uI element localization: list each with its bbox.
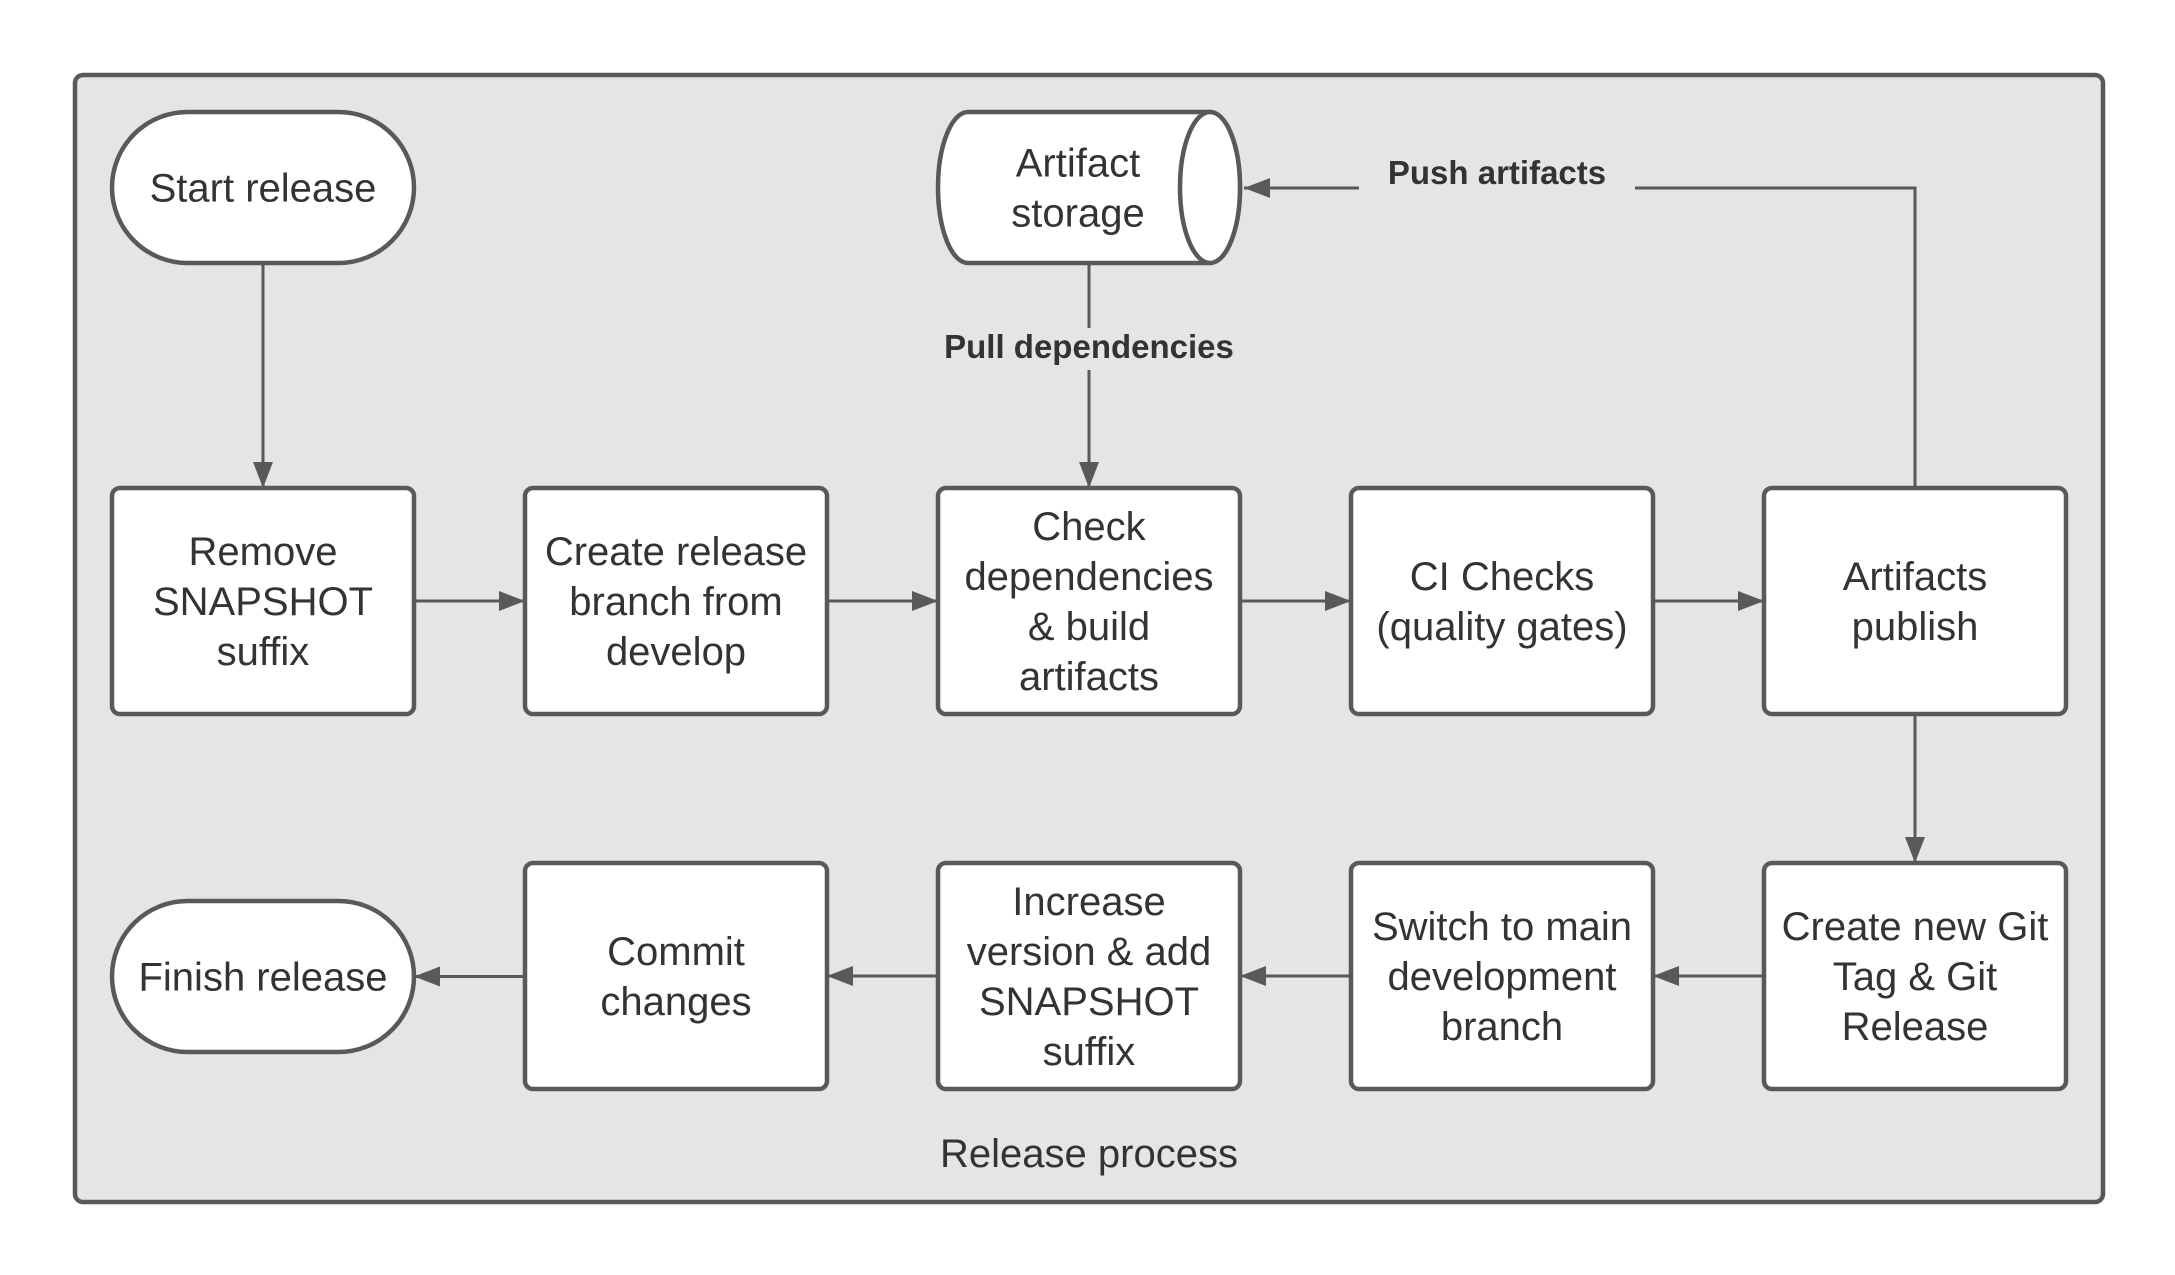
node-label-line: publish — [1852, 605, 1979, 649]
edge-label: Push artifacts — [1388, 154, 1606, 191]
node-shape — [109, 898, 417, 1055]
node-label-line: SNAPSHOT — [153, 580, 373, 624]
edge-label: Pull dependencies — [944, 328, 1234, 365]
node-shape — [935, 860, 1243, 1092]
node-label-line: Remove — [189, 530, 338, 574]
node-label-line: Start release — [150, 167, 377, 211]
edge-check-deps-to-ci-checks — [1240, 591, 1351, 611]
node-shape — [522, 860, 830, 1092]
node-shape — [522, 485, 830, 717]
arrowhead — [1738, 591, 1764, 611]
arrowhead — [1079, 462, 1099, 488]
arrowhead — [414, 966, 440, 987]
node-label-line: Commit — [607, 930, 745, 974]
node-label-line: version & add — [967, 930, 1212, 974]
nodes-layer: Start releaseRemoveSNAPSHOTsuffixCreate … — [109, 109, 2069, 1092]
node-label-line: Tag & Git — [1833, 955, 1998, 999]
node-label-line: Finish release — [138, 956, 387, 1000]
node-label-line: Increase — [1012, 880, 1165, 924]
node-label-line: storage — [1011, 192, 1144, 236]
arrowhead — [827, 966, 853, 986]
edges-layer: Pull dependencies Push artifacts — [253, 154, 1925, 987]
node-commit: Commit changes — [522, 860, 830, 1092]
edge-commit-to-finish — [414, 966, 525, 987]
node-shape — [109, 485, 417, 717]
edge-artifacts-publish-to-git-tag — [1905, 714, 1925, 863]
node-create-branch: Create release branch from develop — [522, 485, 830, 717]
arrowhead — [1905, 837, 1925, 863]
edge-label-background — [1359, 154, 1635, 196]
arrowhead — [1653, 966, 1679, 986]
node-label-line: artifacts — [1019, 655, 1159, 699]
node-label-line: & build — [1028, 605, 1150, 649]
node-finish: Finish release — [109, 898, 417, 1055]
edge-create-branch-to-check-deps — [827, 591, 938, 611]
node-ci-checks: CI Checks (quality gates) — [1348, 485, 1656, 717]
node-check-deps: Check dependencies & build artifacts — [935, 485, 1243, 717]
node-label-line: CI Checks — [1410, 555, 1595, 599]
node-label-line: suffix — [1043, 1030, 1136, 1074]
arrowhead — [253, 462, 273, 488]
node-label-line: Create new Git — [1782, 905, 2049, 949]
node-artifact-storage: Artifact storage — [935, 109, 1243, 266]
node-shape — [1348, 485, 1656, 717]
node-label-line: Artifact — [1016, 142, 1140, 186]
edge-remove-snapshot-to-create-branch — [414, 591, 525, 611]
node-label-line: Release — [1842, 1005, 1989, 1049]
edge-ci-checks-to-artifacts-publish — [1653, 591, 1764, 611]
arrowhead — [1240, 966, 1266, 986]
edge-switch-branch-to-increase-version — [1240, 966, 1351, 986]
edge-label-background — [922, 328, 1256, 370]
edge-git-tag-to-switch-branch — [1653, 966, 1764, 986]
node-label-line: (quality gates) — [1376, 605, 1627, 649]
container-label: Release process — [940, 1132, 1238, 1176]
arrowhead — [912, 591, 938, 611]
node-label-line: suffix — [217, 630, 310, 674]
arrowhead — [1325, 591, 1351, 611]
node-shape — [1761, 860, 2069, 1092]
edge-artifact-storage-to-check-deps: Pull dependencies — [922, 263, 1256, 488]
edge-artifacts-publish-to-artifact-storage: Push artifacts — [1244, 154, 1917, 488]
node-start: Start release — [109, 109, 417, 266]
node-label-line: Switch to main — [1372, 905, 1632, 949]
node-label-line: Check — [1032, 505, 1146, 549]
node-label-line: dependencies — [964, 555, 1213, 599]
node-label-line: changes — [600, 980, 751, 1024]
storage-end-cap — [1177, 109, 1243, 266]
node-switch-branch: Switch to main development branch — [1348, 860, 1656, 1092]
node-label-line: Artifacts — [1843, 555, 1987, 599]
node-label-line: develop — [606, 630, 746, 674]
node-label-line: SNAPSHOT — [979, 980, 1199, 1024]
node-label-line: branch — [1441, 1005, 1563, 1049]
node-shape — [1761, 485, 2069, 717]
edge-start-to-remove-snapshot — [253, 263, 273, 488]
node-label-line: Create release — [545, 530, 807, 574]
node-artifacts-publish: Artifacts publish — [1761, 485, 2069, 717]
node-label-line: branch from — [569, 580, 782, 624]
arrowhead — [499, 591, 525, 611]
node-shape — [109, 109, 417, 266]
edge-increase-version-to-commit — [827, 966, 938, 986]
node-label-line: development — [1387, 955, 1616, 999]
node-shape — [935, 485, 1243, 717]
arrowhead — [1244, 178, 1270, 198]
node-shape — [1348, 860, 1656, 1092]
